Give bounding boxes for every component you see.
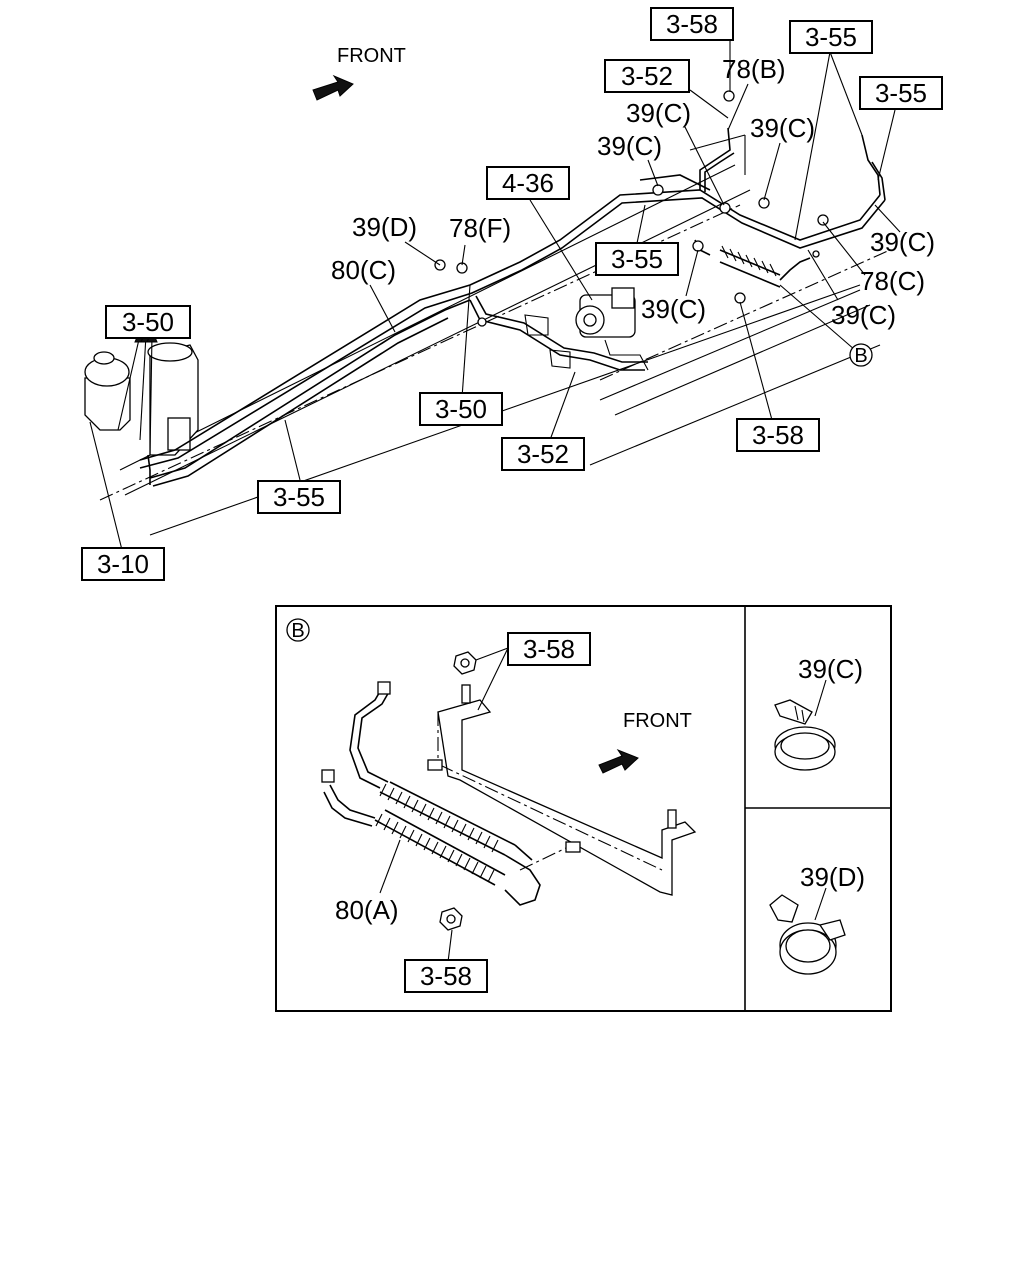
clamp-39c-icon [774,699,836,771]
part-label-39c-5: 39(C) [641,294,706,324]
svg-text:3-52: 3-52 [517,439,569,469]
cooler-bracket [427,684,697,896]
ref-3-58-detail-bottom: 3-58 [404,959,488,993]
ref-3-50-mid: 3-50 [419,392,503,426]
svg-text:3-55: 3-55 [611,244,663,274]
svg-text:B: B [854,345,867,367]
ref-3-55-mid: 3-55 [595,242,679,276]
ref-4-36: 4-36 [486,166,570,200]
front-label: FRONT [337,45,406,67]
ref-3-10: 3-10 [81,547,165,581]
ref-3-55-bottom: 3-55 [257,480,341,514]
part-label-39d-detail: 39(D) [800,862,865,892]
detail-leader-lines [379,647,827,963]
oil-cooler-detail [321,681,541,906]
part-label-39c-6: 39(C) [831,300,896,330]
svg-text:3-10: 3-10 [97,549,149,579]
svg-text:3-58: 3-58 [420,961,472,991]
part-label-39d: 39(D) [352,212,417,242]
detail-marker-b-panel: B [286,618,310,642]
svg-text:3-55: 3-55 [805,22,857,52]
ref-3-50-left: 3-50 [105,305,191,339]
part-label-39c-1: 39(C) [626,98,691,128]
svg-text:3-52: 3-52 [621,61,673,91]
main-assembly-view: FRONT [81,7,943,581]
svg-text:3-50: 3-50 [122,307,174,337]
ref-3-52-top: 3-52 [604,59,690,93]
reservoir-tank [84,342,199,456]
part-label-39c-2: 39(C) [750,113,815,143]
svg-text:3-58: 3-58 [523,634,575,664]
svg-text:B: B [291,620,304,642]
detail-marker-b: B [849,343,873,367]
part-label-39c-4: 39(C) [870,227,935,257]
ref-3-55-top-b: 3-55 [859,76,943,110]
svg-text:3-58: 3-58 [752,420,804,450]
clamp-39d-icon [769,894,846,975]
part-label-39c-3: 39(C) [597,131,662,161]
part-label-80c: 80(C) [331,255,396,285]
svg-text:3-50: 3-50 [435,394,487,424]
svg-text:3-55: 3-55 [273,482,325,512]
ref-3-58-detail-top: 3-58 [507,632,591,666]
part-label-78b: 78(B) [722,54,786,84]
steering-gear-box [575,287,649,371]
part-label-39c-detail: 39(C) [798,654,863,684]
hose-lines [139,127,886,487]
ref-3-58-top: 3-58 [650,7,734,41]
part-label-78c: 78(C) [860,266,925,296]
leader-lines [89,40,901,551]
front-label-detail: FRONT [623,710,692,732]
svg-text:3-58: 3-58 [666,9,718,39]
flange-nut-top [453,651,477,675]
detail-panel: B FRONT [275,605,892,1012]
part-label-80a: 80(A) [335,895,399,925]
flange-nut-bottom [439,907,463,931]
ref-3-58-mid: 3-58 [736,418,820,452]
svg-text:3-55: 3-55 [875,78,927,108]
ref-3-55-top-a: 3-55 [789,20,873,54]
front-arrow-detail-icon [598,748,639,774]
part-label-78f: 78(F) [449,213,511,243]
svg-text:4-36: 4-36 [502,168,554,198]
front-arrow-icon [312,74,354,101]
ref-3-52-mid: 3-52 [501,437,585,471]
oil-cooler-coil [694,239,811,288]
